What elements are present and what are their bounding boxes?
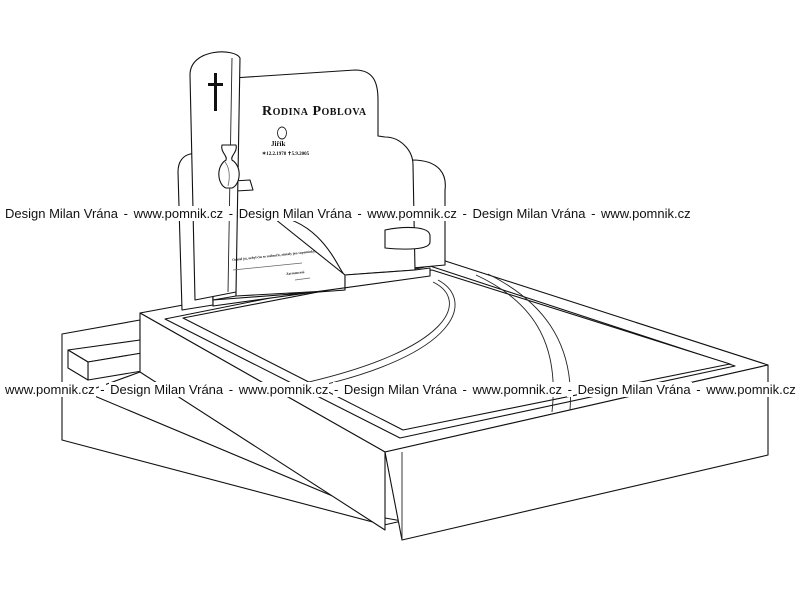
- watermark-separator: -: [356, 206, 363, 221]
- watermark-text: Design Milan Vrána: [471, 206, 587, 221]
- watermark-separator: -: [590, 206, 597, 221]
- watermark-text: www.pomnik.cz: [600, 206, 692, 221]
- watermark-text: Design Milan Vrána: [342, 382, 458, 397]
- watermark-text: Design Milan Vrána: [576, 382, 692, 397]
- person-name-text: Jiřík: [271, 140, 286, 148]
- watermark-text: www.pomnik.cz: [471, 382, 564, 397]
- watermark-text: www.pomnik.cz: [132, 206, 225, 221]
- watermark-text: www.pomnik.cz: [366, 206, 458, 221]
- watermark-text: www.pomnik.cz: [4, 382, 96, 397]
- watermark-separator: -: [461, 382, 468, 397]
- watermark-separator: -: [566, 382, 574, 397]
- epitaph-lines: [232, 262, 311, 281]
- watermark-row-1: Design Milan Vrána - www.pomnik.cz - Des…: [4, 206, 800, 221]
- watermark-text: Design Milan Vrána: [109, 382, 225, 397]
- watermark-separator: -: [332, 382, 340, 397]
- watermark-text: Design Milan Vrána: [237, 206, 353, 221]
- headstone: [189, 51, 431, 307]
- watermark-text: www.pomnik.cz: [705, 382, 797, 397]
- watermark-separator: -: [461, 206, 468, 221]
- watermark-separator: -: [227, 382, 235, 397]
- watermark-separator: -: [695, 382, 702, 397]
- watermark-separator: -: [227, 206, 235, 221]
- vase-icon: [218, 144, 240, 189]
- dates-text: ✶12.2.1978 ✝5.9.2005: [262, 152, 310, 157]
- cross-icon: [208, 73, 223, 111]
- watermark-separator: -: [99, 382, 106, 397]
- family-name-text: Rodina Poblova: [262, 104, 367, 119]
- watermark-row-2: www.pomnik.cz - Design Milan Vrána - www…: [4, 382, 800, 397]
- watermark-text: Design Milan Vrána: [4, 206, 119, 221]
- watermark-text: www.pomnik.cz: [237, 382, 330, 397]
- watermark-separator: -: [122, 206, 129, 221]
- photo-oval-icon: [277, 126, 287, 140]
